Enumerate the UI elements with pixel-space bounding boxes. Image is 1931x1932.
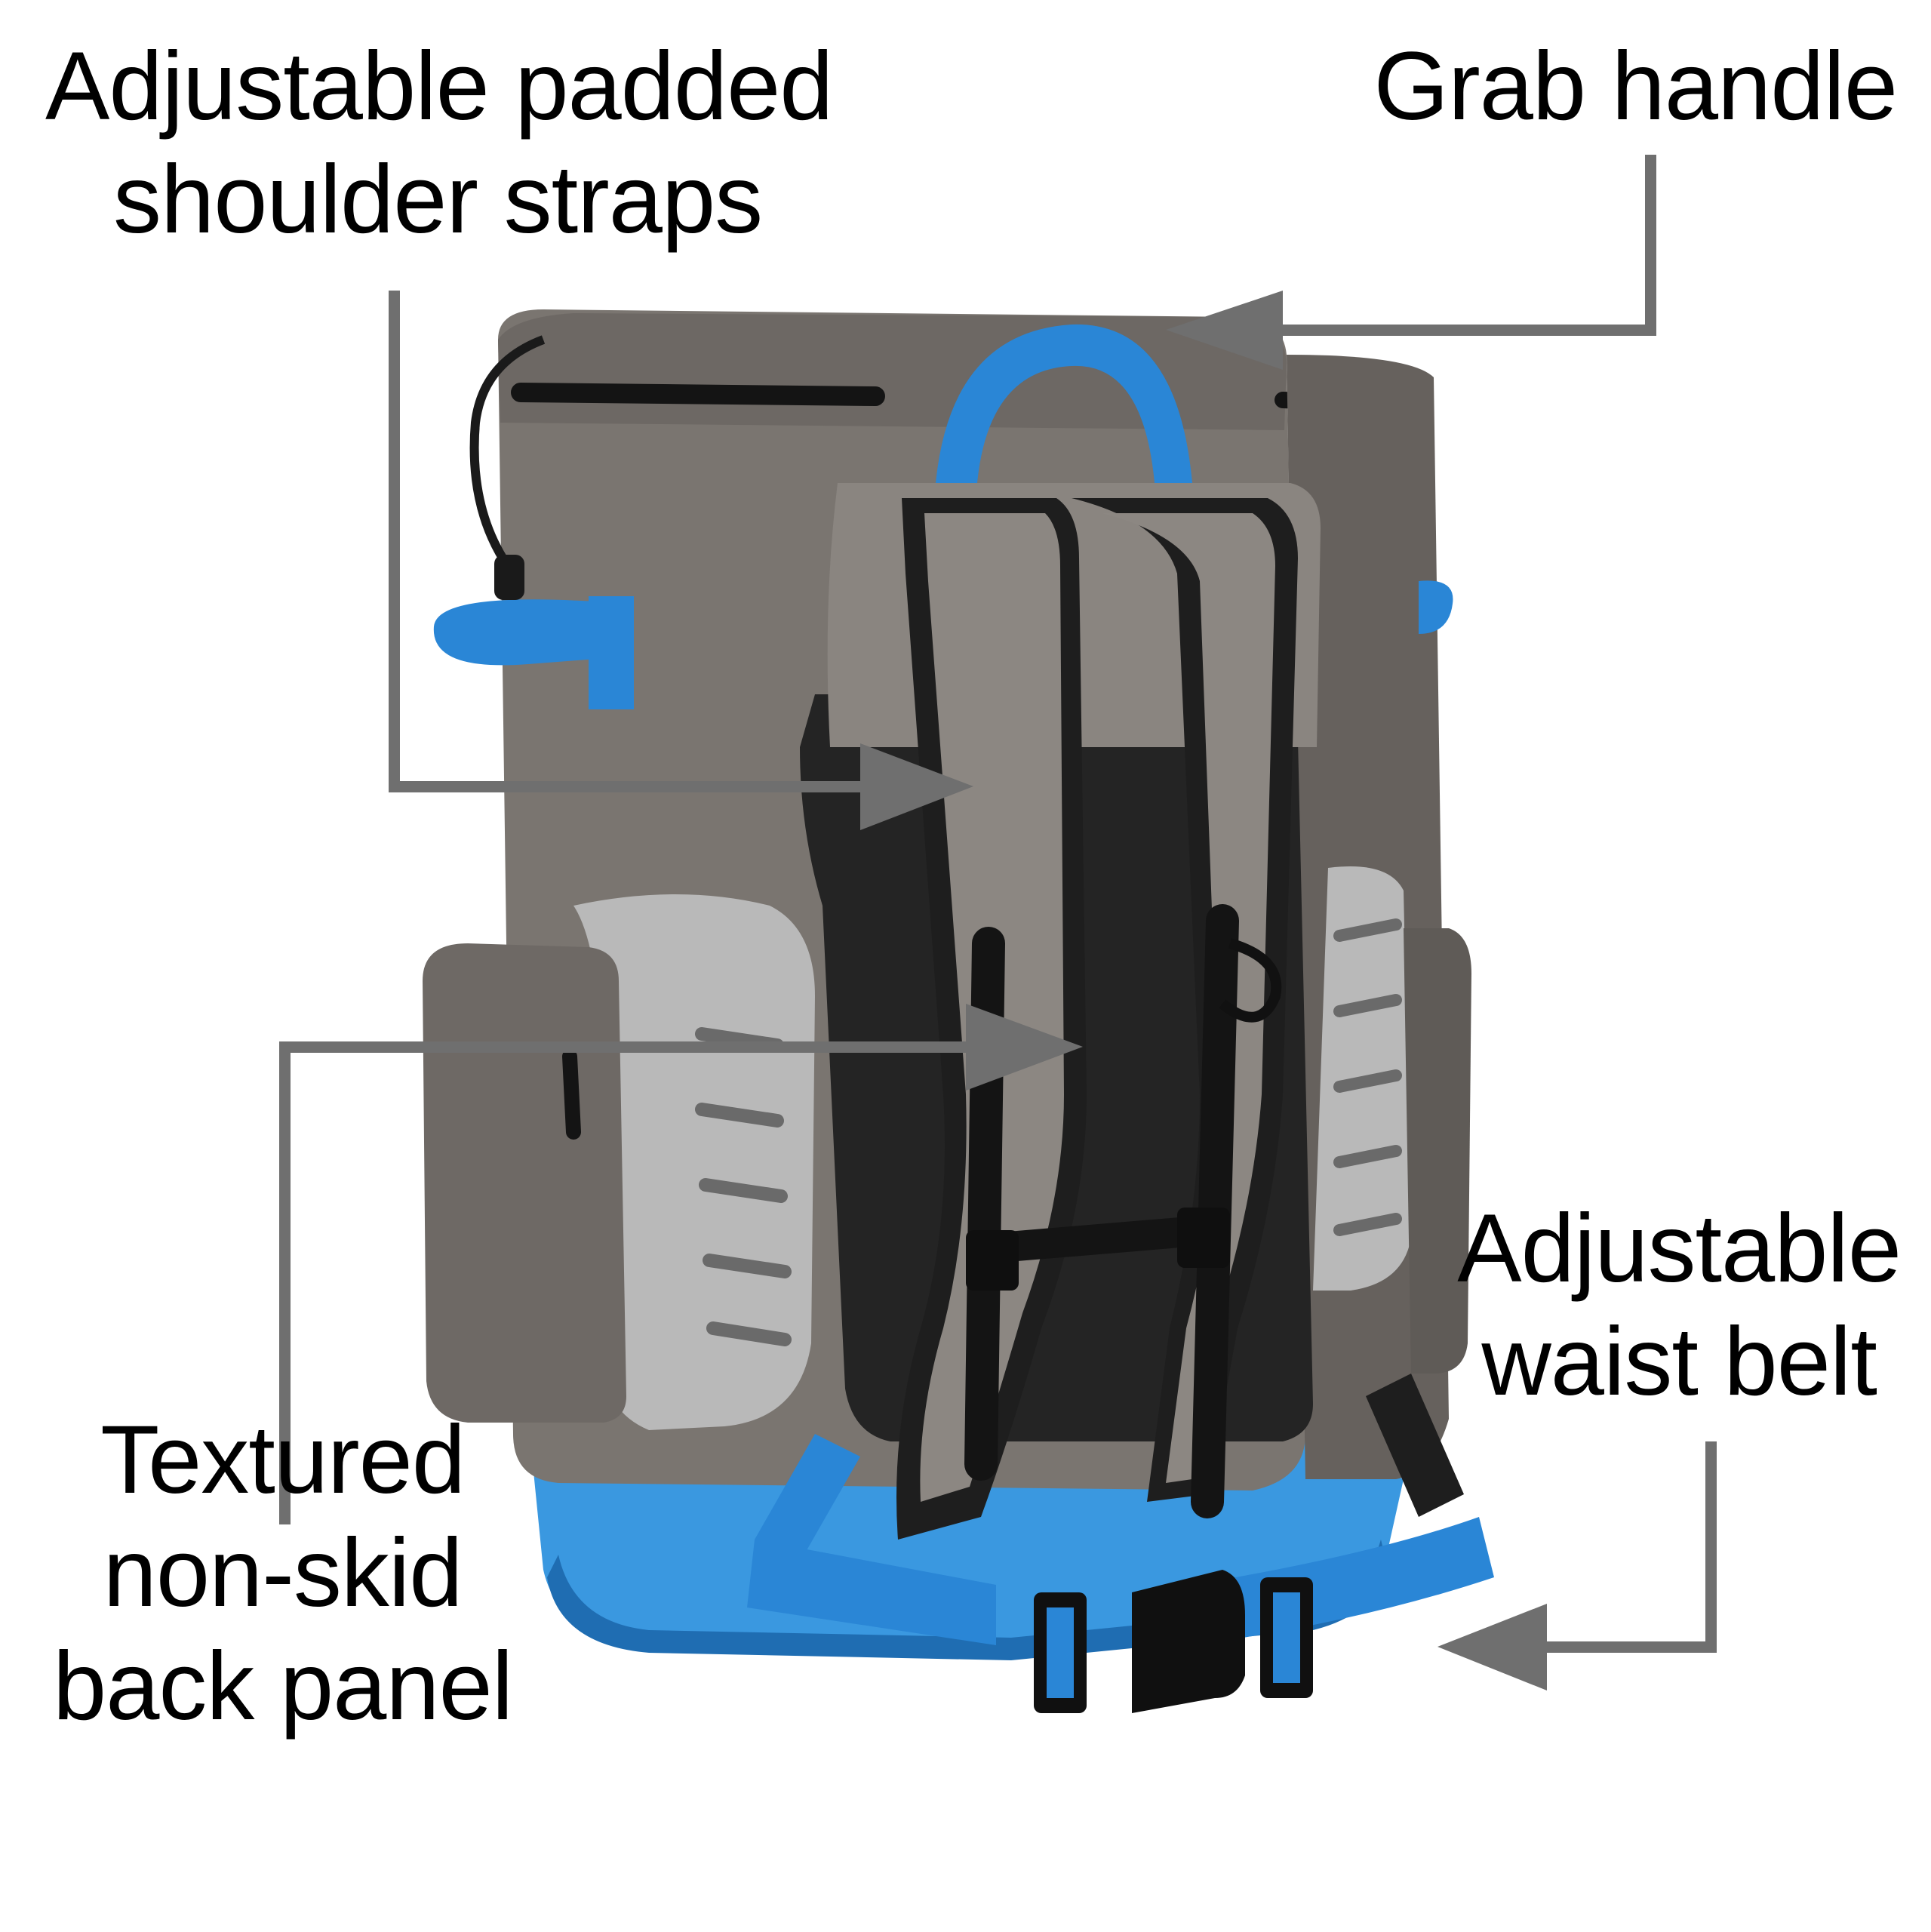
grab-handle-label: Grab handle	[1374, 30, 1898, 143]
belt-buckle	[1132, 1570, 1245, 1713]
backpack-cooler-image	[423, 309, 1494, 1713]
sternum-buckle-left	[966, 1230, 1019, 1291]
left-pocket-zipper	[562, 1049, 581, 1140]
back-panel-label-line-2: non-skid	[103, 1519, 463, 1627]
bungee-cord	[469, 335, 546, 577]
waist-belt-side-right	[1366, 1374, 1464, 1517]
waist-belt-label-line-2: waist belt	[1481, 1308, 1877, 1416]
shoulder-straps-label: Adjustable padded shoulder straps	[45, 30, 833, 257]
right-strap-face	[1102, 513, 1275, 1483]
right-side-pocket	[1404, 928, 1471, 1374]
callout-arrows	[279, 155, 1717, 1690]
belt-slider-left-inner	[1047, 1607, 1074, 1698]
right-side-handle	[1419, 580, 1453, 634]
left-side-handle	[433, 599, 626, 666]
left-handle-anchor	[589, 596, 634, 709]
d-ring	[1219, 938, 1282, 1023]
right-panel-grip-lines	[1333, 918, 1402, 1236]
back-panel-arrow	[279, 1004, 1083, 1524]
waist-belt-arrow	[1437, 1441, 1717, 1690]
back-panel-label-line-1: Textured	[100, 1406, 466, 1514]
grab-handle	[936, 324, 1192, 483]
waist-belt-side-left	[755, 1434, 860, 1562]
left-side-pocket	[423, 943, 626, 1423]
belt-slider-right-inner	[1273, 1592, 1300, 1683]
left-light-panel	[573, 894, 815, 1430]
shoulder-straps-arrow	[389, 291, 973, 830]
cord-lock	[494, 555, 524, 600]
shoulder-straps-label-line-1: Adjustable padded	[45, 32, 833, 140]
shoulder-straps-label-line-2: shoulder straps	[113, 146, 763, 254]
waist-belt-left	[747, 1540, 996, 1645]
waist-belt-label: Adjustable waist belt	[1457, 1192, 1902, 1419]
sternum-buckle-right	[1177, 1208, 1230, 1268]
grab-handle-label-line-1: Grab handle	[1373, 32, 1898, 140]
lid-zipper	[511, 383, 885, 406]
back-panel-label: Textured non-skid back panel	[53, 1404, 513, 1743]
grab-handle-arrow	[1166, 155, 1656, 370]
waist-belt-label-line-1: Adjustable	[1457, 1195, 1902, 1303]
back-panel-label-line-3: back panel	[53, 1632, 513, 1740]
